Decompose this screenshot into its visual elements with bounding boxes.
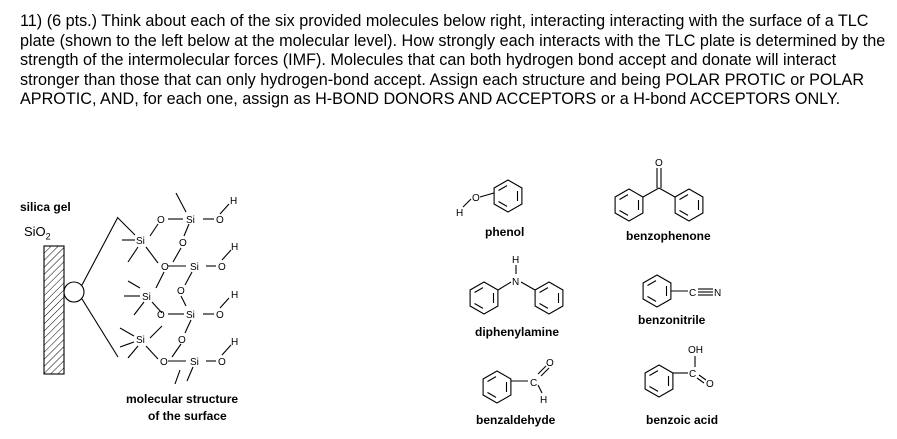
diphenylamine-h-atom: H xyxy=(512,255,519,266)
benzaldehyde-structure: C O H xyxy=(482,358,554,406)
o-atom: O xyxy=(160,357,168,368)
si-atom: Si xyxy=(186,215,195,226)
h-atom: H xyxy=(231,337,238,348)
benzophenone-structure: O xyxy=(614,158,704,222)
phenol-label: phenol xyxy=(485,225,525,239)
o-atom: O xyxy=(216,215,224,226)
o-atom: O xyxy=(157,215,165,226)
si-atom: Si xyxy=(190,357,199,368)
silica-surface: Si O O H O Si Si O O H O Si Si O O H O S… xyxy=(43,192,238,385)
h-atom: H xyxy=(231,290,238,301)
benzoic-acid-c-atom: C xyxy=(689,369,696,380)
wedge-line-top xyxy=(81,216,119,286)
h-atom: H xyxy=(230,196,237,207)
diphenylamine-label: diphenylamine xyxy=(475,325,560,339)
o-atom: O xyxy=(178,335,186,346)
wedge-line-bottom xyxy=(81,298,119,358)
o-atom: O xyxy=(157,310,165,321)
phenol-h-atom: H xyxy=(456,208,463,219)
phenol-o-atom: O xyxy=(472,193,480,204)
benzoic-acid-o-atom: O xyxy=(706,379,714,390)
si-atom: Si xyxy=(186,310,195,321)
surface-caption-line2: of the surface xyxy=(148,409,227,423)
benzaldehyde-label: benzaldehyde xyxy=(476,413,556,427)
benzonitrile-label: benzonitrile xyxy=(638,313,706,327)
diphenylamine-structure: H N xyxy=(469,255,564,315)
surface-caption-line1: molecular structure xyxy=(126,392,239,406)
si-atom: Si xyxy=(136,236,145,247)
o-atom: O xyxy=(177,286,185,297)
phenol-structure: O H xyxy=(456,179,523,219)
silica-formula-base: SiO xyxy=(24,224,46,239)
silica-atom-labels: Si O O H O Si Si O O H O Si Si O O H O S… xyxy=(136,196,238,368)
silica-formula-subscript: 2 xyxy=(45,231,51,242)
si-atom: Si xyxy=(142,292,151,303)
o-atom: O xyxy=(218,262,226,273)
si-atom: Si xyxy=(136,335,145,346)
benzaldehyde-h-atom: H xyxy=(540,395,547,406)
benzonitrile-structure: C N xyxy=(642,274,721,308)
silica-formula: SiO2 xyxy=(24,224,51,242)
benzonitrile-n-atom: N xyxy=(714,288,721,299)
silica-bonds xyxy=(117,192,232,385)
silica-gel-label: silica gel xyxy=(20,200,71,214)
benzonitrile-c-atom: C xyxy=(689,288,696,299)
o-atom: O xyxy=(218,357,226,368)
tlc-plate-wall xyxy=(43,245,65,375)
benzaldehyde-c-atom: C xyxy=(530,378,537,389)
o-atom: O xyxy=(179,238,187,249)
benzoic-acid-oh-group: OH xyxy=(688,345,703,356)
benzoic-acid-structure: OH C O xyxy=(644,345,714,398)
surface-atom-circle xyxy=(63,281,85,303)
h-atom: H xyxy=(231,242,238,253)
benzaldehyde-o-atom: O xyxy=(546,358,554,369)
o-atom: O xyxy=(216,310,224,321)
benzophenone-o-atom: O xyxy=(655,158,663,169)
question-text: 11) (6 pts.) Think about each of the six… xyxy=(20,12,886,109)
benzophenone-label: benzophenone xyxy=(626,229,711,243)
benzoic-acid-label: benzoic acid xyxy=(646,413,719,427)
si-atom: Si xyxy=(190,262,199,273)
o-atom: O xyxy=(161,262,169,273)
diphenylamine-n-atom: N xyxy=(512,277,519,288)
